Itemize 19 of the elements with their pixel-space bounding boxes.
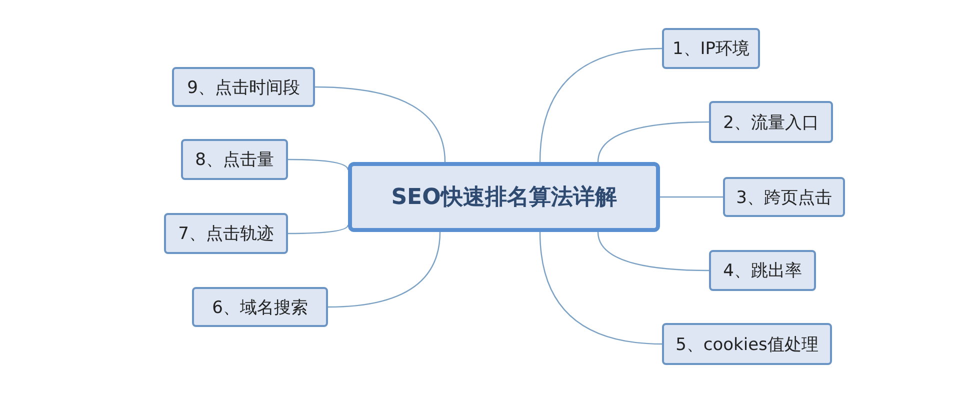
connector-line: [314, 86, 446, 162]
connector-line: [328, 232, 441, 308]
topic-box: 7、点击轨迹: [164, 213, 288, 254]
connector-line: [597, 121, 710, 162]
connector-line: [288, 224, 349, 234]
topic-box: 8、点击量: [181, 139, 288, 180]
topic-box: 9、点击时间段: [172, 67, 315, 107]
connector-line: [539, 48, 662, 162]
topic-box: 3、跨页点击: [723, 177, 845, 217]
topic-box: 1、IP环境: [662, 28, 760, 69]
central-topic-box: SEO快速排名算法详解: [348, 162, 660, 232]
connector-line: [660, 196, 723, 198]
topic-box: 4、跳出率: [709, 250, 816, 291]
topic-box: 5、cookies值处理: [662, 323, 832, 365]
topic-box: 2、流量入口: [709, 101, 833, 143]
connector-line: [539, 232, 662, 345]
topic-box: 6、域名搜索: [192, 287, 328, 327]
connector-line: [597, 232, 710, 272]
connector-line: [288, 158, 349, 170]
